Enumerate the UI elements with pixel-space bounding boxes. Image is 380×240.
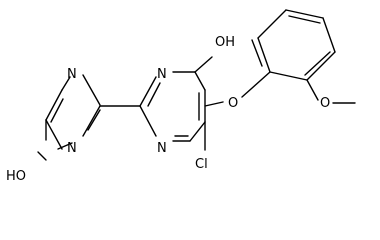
bond xyxy=(204,101,224,107)
bond xyxy=(251,39,263,67)
bond xyxy=(139,76,157,107)
methoxyphenyl-ring xyxy=(241,9,356,104)
atom-n-center-bottom: N xyxy=(157,141,167,156)
bond xyxy=(194,71,206,91)
bond xyxy=(50,98,64,123)
bond xyxy=(82,105,101,137)
bond xyxy=(241,71,271,98)
left-pyrimidine-ring xyxy=(37,74,101,161)
bond xyxy=(45,119,63,150)
bond xyxy=(322,17,336,53)
bond xyxy=(285,9,324,19)
bond xyxy=(139,105,157,137)
atom-cl: Cl xyxy=(195,157,208,172)
atom-n-left-top: N xyxy=(67,67,77,82)
bond xyxy=(257,37,271,73)
bond xyxy=(82,74,101,106)
bond xyxy=(304,51,331,76)
molecule-drawing: N N HO N N OH O Cl O xyxy=(6,9,356,184)
bond xyxy=(306,51,336,81)
bond xyxy=(189,121,206,142)
bond xyxy=(57,142,73,150)
atom-oh-left: HO xyxy=(6,169,26,184)
bond xyxy=(61,76,71,91)
bond xyxy=(306,79,319,101)
bond xyxy=(288,15,321,24)
bond xyxy=(37,151,47,161)
atom-n-left-bottom: N xyxy=(67,141,77,156)
central-pyrimidine-ring xyxy=(139,56,224,151)
bond xyxy=(87,109,101,131)
atom-n-center-top: N xyxy=(157,67,167,82)
atom-o-methoxy: O xyxy=(320,96,330,111)
atom-oh-top: OH xyxy=(215,35,235,50)
bond xyxy=(194,56,213,73)
bond xyxy=(257,9,287,39)
bond xyxy=(45,89,63,121)
bond xyxy=(147,82,161,107)
atom-o-ether: O xyxy=(228,96,238,111)
bond xyxy=(269,71,308,81)
structure-canvas: N N HO N N OH O Cl O xyxy=(6,9,356,184)
